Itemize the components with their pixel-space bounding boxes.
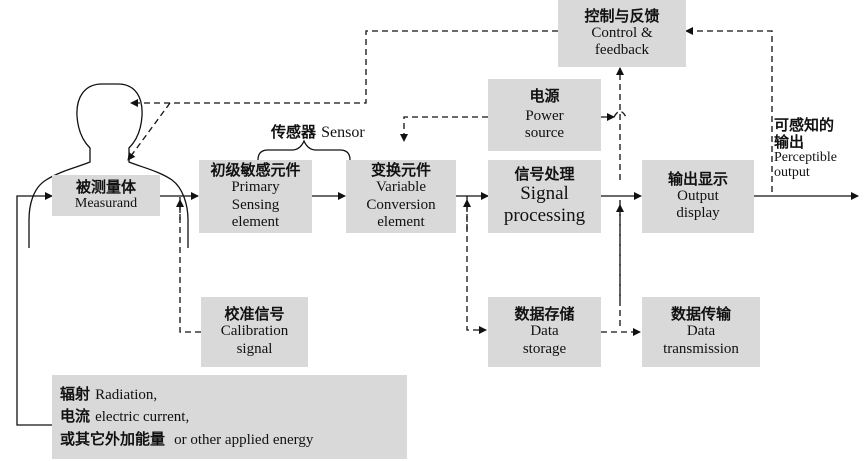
variable-en-2: Conversion [366, 196, 436, 213]
signal-zh: 信号处理 [514, 165, 575, 184]
variable-zh: 变换元件 [370, 161, 431, 179]
variable-en-1: Variable [376, 179, 426, 196]
primary-en-1: Primary [231, 179, 280, 196]
output-zh: 输出显示 [667, 169, 728, 188]
storage-zh: 数据存储 [514, 305, 575, 324]
output-en-1: Output [677, 187, 719, 204]
radiation-en: Radiation, [95, 387, 158, 404]
variable-conversion-element-box: 变换元件 Variable Conversion element [346, 160, 456, 233]
calibration-en-1: Calibration [220, 323, 289, 340]
other-en: or other applied energy [174, 431, 314, 448]
radiation-row: 辐射 Radiation, [60, 385, 157, 404]
applied-energy-box: 辐射 Radiation, 电流 electric current, 或其它外加… [52, 375, 407, 459]
calibration-zh: 校准信号 [224, 305, 285, 324]
signal-en-1: Signal [520, 183, 569, 205]
control-feedback-box: 控制与反馈 Control & feedback [558, 0, 686, 67]
primary-en-2: Sensing [231, 196, 280, 213]
sensor-en: Sensor [321, 124, 365, 141]
perceptible-en-1: Perceptible [774, 150, 837, 165]
power-source-box: 电源 Power source [488, 79, 601, 151]
output-to-control [685, 27, 773, 192]
other-zh: 或其它外加能量 [60, 429, 166, 448]
calibration-signal-box: 校准信号 Calibration signal [201, 297, 308, 367]
measurand-zh: 被测量体 [75, 177, 136, 196]
perceptible-en-2: output [774, 165, 810, 181]
power-crossover [613, 110, 627, 118]
primary-zh: 初级敏感元件 [210, 161, 301, 179]
calibration-en-2: signal [236, 340, 273, 357]
data-storage-box: 数据存储 Data storage [488, 297, 601, 367]
signal-processing-box: 信号处理 Signal processing [488, 160, 601, 233]
control-to-human [130, 30, 558, 107]
power-en-2: source [524, 125, 565, 142]
sensor-brace [257, 139, 351, 161]
current-row: 电流 electric current, [60, 407, 189, 426]
measurand-en: Measurand [74, 196, 138, 212]
control-to-measurand [127, 102, 171, 161]
measurand-box: 被测量体 Measurand [52, 175, 160, 216]
human-silhouette [28, 83, 189, 248]
transmission-en-1: Data [686, 323, 716, 340]
storage-en-2: storage [522, 340, 567, 357]
control-en-1: Control & [591, 24, 653, 41]
storage-en-1: Data [530, 323, 559, 340]
output-en-2: display [676, 205, 720, 222]
control-zh: 控制与反馈 [584, 6, 660, 25]
power-to-sensor [400, 116, 488, 142]
variable-en-3: element [377, 213, 425, 230]
sensor-zh: 传感器 [271, 123, 317, 141]
control-en-2: feedback [594, 42, 650, 59]
primary-sensing-element-box: 初级敏感元件 Primary Sensing element [199, 160, 312, 233]
radiation-zh: 辐射 [60, 385, 91, 404]
transmission-en-2: transmission [663, 340, 739, 357]
calibration-line [179, 196, 201, 333]
power-zh: 电源 [529, 86, 560, 105]
perceptible-zh-1: 可感知的 [774, 116, 835, 134]
power-en-1: Power [525, 107, 564, 124]
signal-en-2: processing [503, 205, 586, 227]
perceptible-output-label: 可感知的 输出 Perceptible output [774, 117, 837, 181]
perceptible-zh-2: 输出 [774, 132, 805, 151]
data-transmission-box: 数据传输 Data transmission [642, 297, 760, 367]
output-display-box: 输出显示 Output display [642, 160, 754, 233]
sensor-label: 传感器 Sensor [271, 121, 365, 142]
other-energy-row: 或其它外加能量 or other applied energy [60, 430, 313, 449]
current-zh: 电流 [60, 407, 91, 426]
primary-en-3: element [231, 213, 280, 230]
storage-line [466, 196, 487, 334]
current-en: electric current, [95, 409, 190, 426]
energy-line [16, 192, 53, 426]
transmission-zh: 数据传输 [670, 305, 731, 324]
